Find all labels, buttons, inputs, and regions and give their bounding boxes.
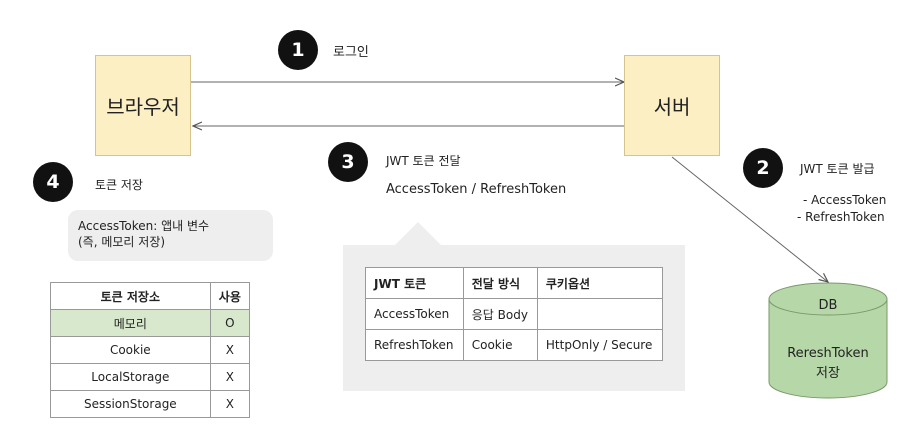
cell-cookie-option: HttpOnly / Secure bbox=[536, 329, 664, 361]
cell-delivery: Cookie bbox=[462, 329, 538, 361]
step-2-label: JWT 토큰 발급 bbox=[800, 162, 875, 176]
server-label: 서버 bbox=[653, 95, 691, 119]
server-db-arrow bbox=[671, 156, 828, 282]
step-4-badge: 4 bbox=[33, 162, 73, 202]
note-line-2: (즉, 메모리 저장) bbox=[78, 235, 166, 249]
browser-box: 브라우저 bbox=[95, 55, 191, 156]
step-1-label: 로그인 bbox=[333, 45, 369, 60]
step-2-item-refresh: - RefreshToken bbox=[797, 210, 885, 224]
db-cylinder: DB RereshToken 저장 bbox=[768, 282, 888, 400]
table-row: Cookie X bbox=[50, 336, 251, 364]
table-row: SessionStorage X bbox=[50, 390, 251, 418]
cell-use: X bbox=[209, 336, 251, 364]
table-header-row: 토큰 저장소 사용 bbox=[50, 282, 251, 310]
step-2-badge: 2 bbox=[743, 148, 783, 188]
cell-use: X bbox=[209, 363, 251, 391]
cell-storage: LocalStorage bbox=[50, 363, 211, 391]
browser-label: 브라우저 bbox=[106, 95, 180, 119]
note-line-1: AccessToken: 앱내 변수 bbox=[78, 219, 210, 233]
cell-cookie-option bbox=[536, 298, 664, 330]
cell-token: RefreshToken bbox=[365, 329, 464, 361]
db-label: DB bbox=[818, 298, 838, 313]
callout-tail bbox=[394, 222, 442, 246]
step-3-sub: AccessToken / RefreshToken bbox=[386, 182, 567, 197]
step-1-badge: 1 bbox=[278, 30, 318, 70]
cell-storage: 메모리 bbox=[50, 309, 211, 337]
db-cylinder-shape bbox=[768, 282, 888, 399]
step-3-badge: 3 bbox=[328, 142, 368, 182]
cell-token: AccessToken bbox=[365, 298, 464, 330]
table-row: RefreshToken Cookie HttpOnly / Secure bbox=[365, 329, 664, 361]
header-storage: 토큰 저장소 bbox=[50, 282, 211, 310]
step-2-item-access: - AccessToken bbox=[803, 193, 887, 207]
header-jwt-token: JWT 토큰 bbox=[365, 267, 464, 299]
step-4-label: 토큰 저장 bbox=[95, 178, 143, 192]
cell-delivery: 응답 Body bbox=[462, 298, 538, 330]
header-delivery: 전달 방식 bbox=[462, 267, 538, 299]
table-row: LocalStorage X bbox=[50, 363, 251, 391]
cell-use: O bbox=[209, 309, 251, 337]
access-token-note: AccessToken: 앱내 변수 (즉, 메모리 저장) bbox=[68, 210, 273, 261]
table-row: 메모리 O bbox=[50, 309, 251, 337]
server-box: 서버 bbox=[624, 55, 720, 156]
db-content-line-1: RereshToken bbox=[787, 346, 869, 361]
table-header-row: JWT 토큰 전달 방식 쿠키옵션 bbox=[365, 267, 664, 299]
jwt-delivery-table: JWT 토큰 전달 방식 쿠키옵션 AccessToken 응답 Body Re… bbox=[365, 267, 664, 361]
db-content-line-2: 저장 bbox=[816, 366, 840, 381]
token-storage-table: 토큰 저장소 사용 메모리 O Cookie X LocalStorage X … bbox=[50, 282, 251, 418]
header-use: 사용 bbox=[209, 282, 251, 310]
cell-use: X bbox=[209, 390, 251, 418]
header-cookie-option: 쿠키옵션 bbox=[536, 267, 664, 299]
step-3-label: JWT 토큰 전달 bbox=[386, 154, 461, 168]
cell-storage: SessionStorage bbox=[50, 390, 211, 418]
cell-storage: Cookie bbox=[50, 336, 211, 364]
table-row: AccessToken 응답 Body bbox=[365, 298, 664, 330]
